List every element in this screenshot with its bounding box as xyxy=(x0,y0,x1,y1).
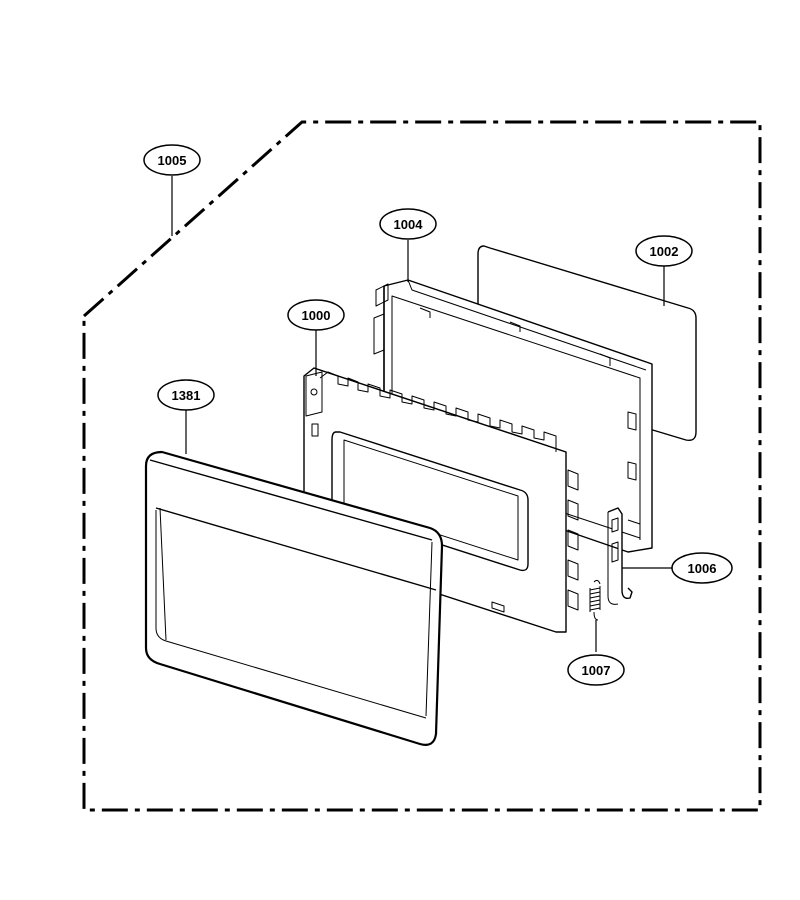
callout-1381: 1381 xyxy=(157,379,215,411)
callout-label: 1000 xyxy=(302,308,331,323)
callout-label: 1005 xyxy=(158,153,187,168)
callout-1002: 1002 xyxy=(635,235,693,267)
callout-1007: 1007 xyxy=(567,654,625,686)
latch-hook-drawing xyxy=(607,507,633,605)
door-front-drawing xyxy=(144,450,444,746)
callout-label: 1381 xyxy=(172,388,201,403)
callout-label: 1006 xyxy=(688,561,717,576)
callout-label: 1007 xyxy=(582,663,611,678)
callout-1000: 1000 xyxy=(287,299,345,331)
assembly-boundary xyxy=(82,120,762,812)
callout-label: 1004 xyxy=(394,217,424,232)
callout-1004: 1004 xyxy=(379,208,437,240)
latch-spring-drawing xyxy=(589,579,601,621)
callout-1006: 1006 xyxy=(671,552,733,584)
callout-1005: 1005 xyxy=(143,144,201,176)
callout-label: 1002 xyxy=(650,244,679,259)
